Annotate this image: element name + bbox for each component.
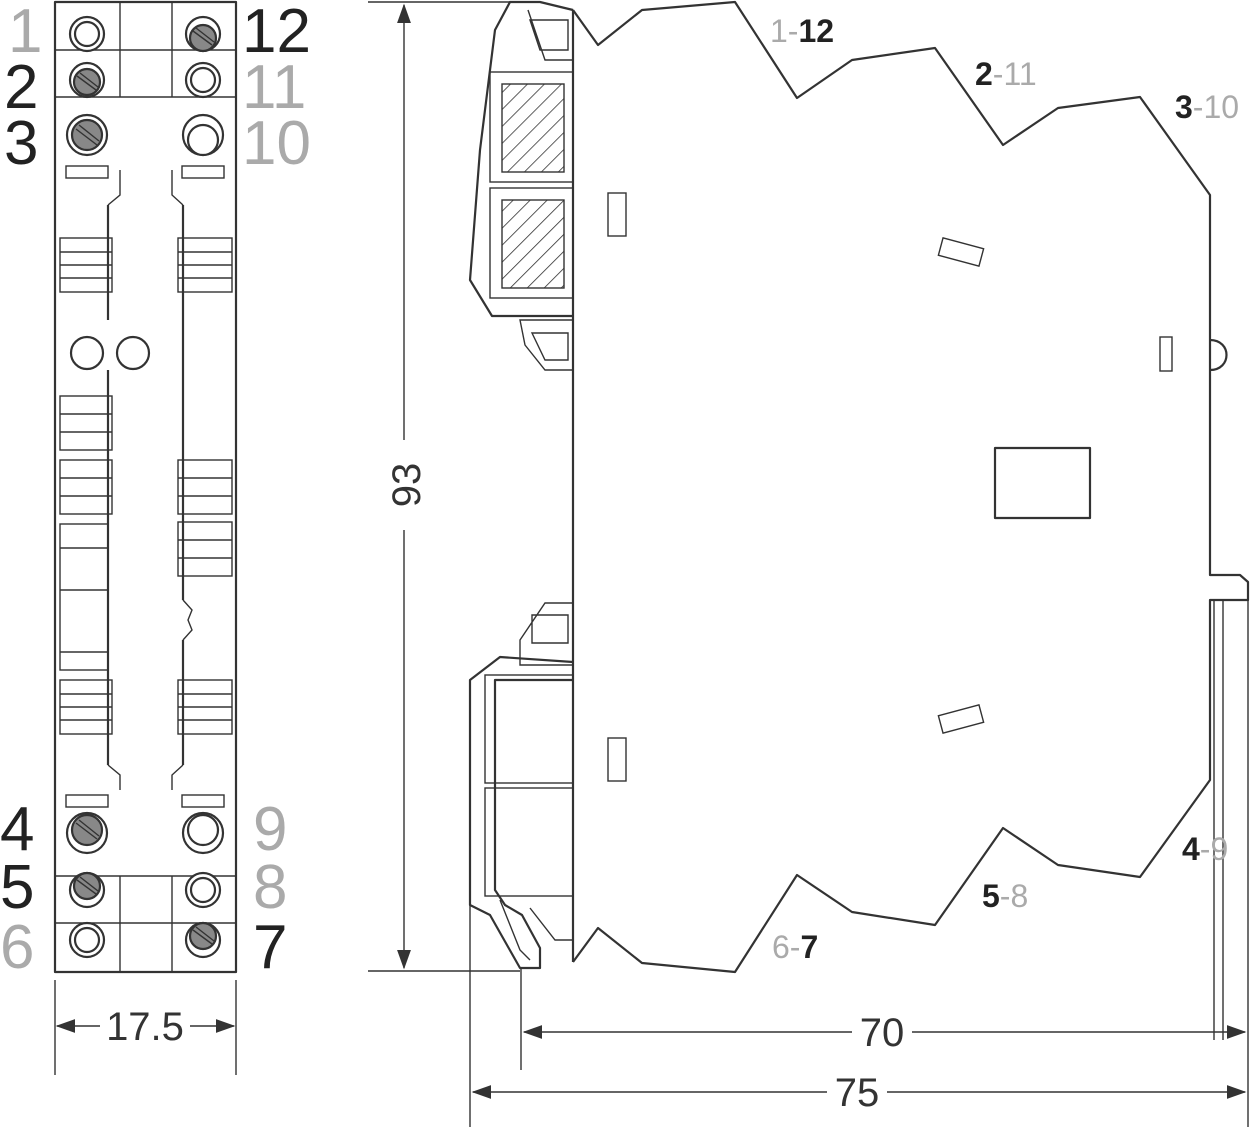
hatched-terminal-top — [501, 83, 565, 173]
terminal-number-4: 4 — [0, 795, 34, 864]
pair-label-3-10: 3-10 — [1175, 89, 1239, 125]
label-window — [59, 523, 109, 671]
vent-ribs — [59, 237, 233, 735]
screw-terminal — [65, 811, 109, 855]
screw-terminal — [65, 113, 109, 157]
side-view: 93 1-12 2-11 3-10 4-9 5-8 6-7 — [368, 0, 1250, 1127]
screw-terminal — [184, 871, 222, 909]
pair-label-6-7: 6-7 — [772, 929, 818, 965]
front-housing-outline — [53, 0, 238, 974]
pair-label-4-9: 4-9 — [1182, 831, 1228, 867]
terminal-number-5: 5 — [0, 853, 34, 922]
dimension-depth-body: 70 — [860, 1011, 905, 1055]
dimension-depth-total: 75 — [835, 1071, 880, 1115]
center-channel — [106, 205, 185, 765]
screw-terminal — [68, 15, 106, 53]
terminal-number-1: 1 — [8, 0, 42, 66]
pair-label-1-12: 1-12 — [770, 13, 834, 49]
terminal-number-7: 7 — [253, 913, 287, 982]
terminal-number-2: 2 — [4, 53, 38, 122]
led-indicator — [115, 335, 151, 371]
screw-terminal — [184, 15, 222, 53]
jumper-slots — [59, 395, 233, 577]
screw-terminal — [181, 811, 225, 855]
hatched-terminal-top — [501, 199, 565, 289]
dimension-height: 93 — [385, 463, 429, 508]
screw-terminal — [68, 61, 106, 99]
screw-terminal — [181, 113, 225, 157]
screw-terminal — [184, 61, 222, 99]
terminal-number-9: 9 — [253, 795, 287, 864]
pair-label-2-11: 2-11 — [975, 56, 1037, 92]
dimension-width: 17.5 — [106, 1005, 184, 1049]
terminal-number-8: 8 — [253, 853, 287, 922]
pair-label-5-8: 5-8 — [982, 878, 1028, 914]
terminal-number-6: 6 — [0, 913, 34, 982]
terminal-number-11: 11 — [242, 53, 306, 122]
screw-terminal — [184, 921, 222, 959]
screw-terminal — [68, 871, 106, 909]
label-plate — [993, 446, 1092, 520]
terminal-number-10: 10 — [242, 109, 311, 178]
front-view: 1 2 3 4 5 6 12 11 10 9 8 7 17.5 — [0, 0, 311, 1075]
terminal-number-3: 3 — [4, 109, 38, 178]
led-indicator — [69, 335, 105, 371]
screw-terminal — [68, 921, 106, 959]
side-housing-outline — [572, 0, 1250, 974]
terminal-number-12: 12 — [242, 0, 311, 66]
